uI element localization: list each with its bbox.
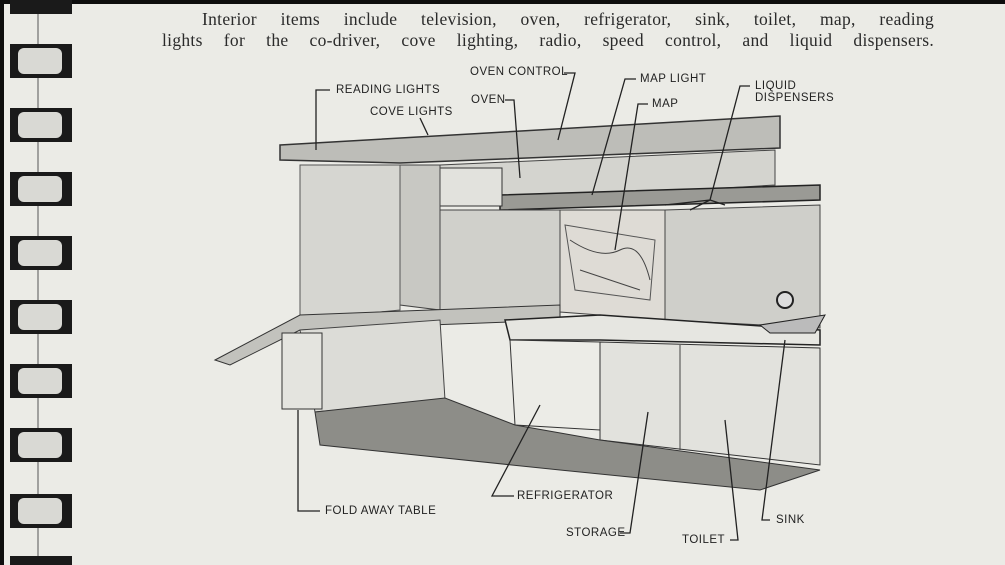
label-sink: SINK [776, 514, 805, 526]
caption-line-2: lights for the co-driver, cove lighting,… [162, 30, 934, 50]
label-map: MAP [652, 98, 679, 110]
label-map-light: MAP LIGHT [640, 73, 707, 85]
caption-line-1: Interior items include television, oven,… [202, 9, 934, 29]
label-storage: STORAGE [566, 527, 626, 539]
label-oven-control: OVEN CONTROL [470, 66, 569, 78]
label-cove-lights: COVE LIGHTS [370, 106, 453, 118]
label-refrigerator: REFRIGERATOR [517, 490, 614, 502]
label-fold-away-table: FOLD AWAY TABLE [325, 505, 437, 517]
label-oven: OVEN [471, 94, 506, 106]
label-reading-lights: READING LIGHTS [336, 84, 441, 96]
label-liquid-dispensers-2: DISPENSERS [755, 92, 835, 104]
caption-paragraph: Interior items include television, oven,… [162, 9, 934, 51]
label-toilet: TOILET [682, 534, 726, 546]
label-liquid-dispensers-1: LIQUID [755, 80, 797, 92]
